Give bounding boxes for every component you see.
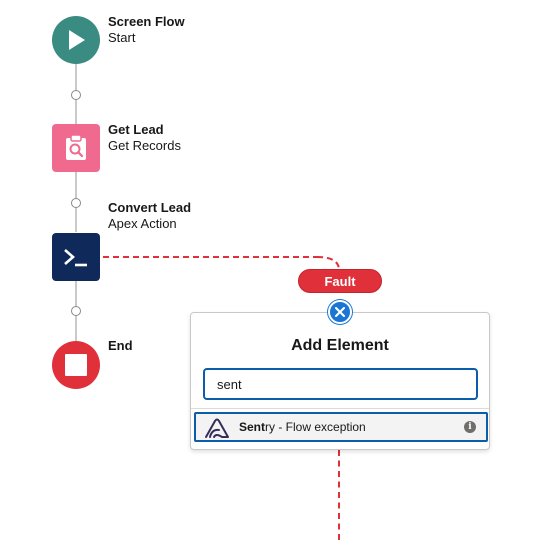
connector-add-point[interactable] xyxy=(71,90,81,100)
stop-icon xyxy=(65,354,87,376)
search-result-rest: ry - Flow exception xyxy=(265,420,366,434)
clipboard-search-icon xyxy=(66,134,86,160)
connector-add-point[interactable] xyxy=(71,198,81,208)
fault-connector xyxy=(338,450,340,540)
terminal-icon xyxy=(64,249,87,267)
end-node-title: End xyxy=(108,338,133,353)
end-node[interactable] xyxy=(52,341,100,389)
start-node[interactable] xyxy=(52,16,100,64)
popup-title: Add Element xyxy=(291,337,389,354)
convert-lead-node-title: Convert Lead xyxy=(108,200,192,215)
start-node-subtitle: Start xyxy=(108,30,136,45)
add-element-popup: Add Element Sentry - Flow exception i xyxy=(190,312,490,450)
info-icon[interactable]: i xyxy=(464,421,476,433)
search-result-label: Sentry - Flow exception xyxy=(239,420,366,434)
search-result-item[interactable]: Sentry - Flow exception i xyxy=(194,412,488,442)
connector-add-point[interactable] xyxy=(71,306,81,316)
get-lead-node-title: Get Lead xyxy=(108,122,164,137)
sentry-logo-icon xyxy=(205,418,229,438)
fault-badge: Fault xyxy=(298,269,382,293)
get-lead-node-subtitle: Get Records xyxy=(108,138,181,153)
close-button[interactable] xyxy=(328,300,352,324)
convert-lead-node[interactable] xyxy=(52,233,100,281)
fault-connector-curve xyxy=(316,256,340,270)
start-node-title: Screen Flow xyxy=(108,14,185,29)
convert-lead-node-subtitle: Apex Action xyxy=(108,216,177,231)
fault-connector xyxy=(103,256,319,258)
search-input[interactable] xyxy=(203,368,478,400)
close-icon xyxy=(335,307,345,317)
get-lead-node[interactable] xyxy=(52,124,100,172)
search-result-match: Sent xyxy=(239,420,266,434)
divider xyxy=(191,408,489,409)
play-icon xyxy=(69,30,85,50)
